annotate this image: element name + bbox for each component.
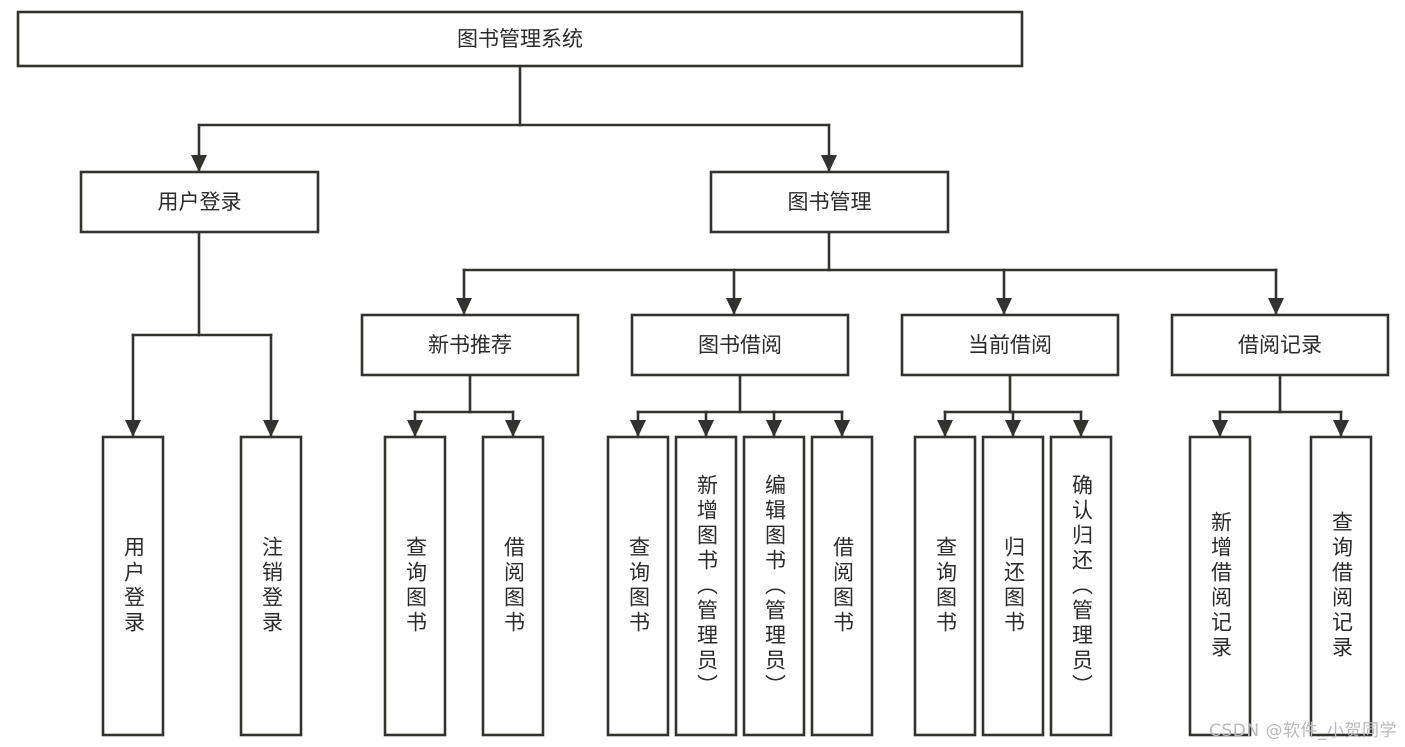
watermark: CSDN @软件_小贺同学 <box>1209 721 1397 741</box>
node-box-layer <box>16 10 1390 737</box>
arrow-down-icon <box>505 420 521 437</box>
node-leaf-10[interactable] <box>1049 435 1113 737</box>
arrow-down-icon <box>698 420 714 437</box>
node-level3-label: 图书借阅 <box>698 333 782 357</box>
node-level2-label: 用户登录 <box>158 190 242 214</box>
node-leaf-1[interactable] <box>239 435 303 737</box>
arrow-down-icon <box>996 298 1012 315</box>
node-level2-0[interactable] <box>79 170 320 234</box>
arrow-down-icon <box>456 298 472 315</box>
node-level3-label: 新书推荐 <box>428 333 512 357</box>
node-leaf-9[interactable] <box>981 435 1045 737</box>
arrow-down-icon <box>1073 420 1089 437</box>
node-level2-1[interactable] <box>709 170 950 234</box>
node-root[interactable] <box>16 10 1024 68</box>
arrow-down-icon <box>1333 420 1349 437</box>
arrow-down-icon <box>726 298 742 315</box>
arrow-down-icon <box>1005 420 1021 437</box>
arrow-down-icon <box>1212 420 1228 437</box>
node-leaf-7[interactable] <box>810 435 874 737</box>
arrow-down-icon <box>407 420 423 437</box>
node-level3-3[interactable] <box>1170 313 1390 377</box>
node-leaf-8[interactable] <box>913 435 977 737</box>
arrow-down-icon <box>191 155 207 172</box>
arrow-down-icon <box>1268 298 1284 315</box>
arrow-down-icon <box>937 420 953 437</box>
node-level3-label: 借阅记录 <box>1238 333 1322 357</box>
arrow-down-icon <box>834 420 850 437</box>
arrow-down-icon <box>125 420 141 437</box>
node-leaf-5[interactable] <box>674 435 738 737</box>
arrow-down-icon <box>766 420 782 437</box>
node-root-label: 图书管理系统 <box>457 27 583 51</box>
node-level3-label: 当前借阅 <box>968 333 1052 357</box>
node-leaf-3[interactable] <box>481 435 545 737</box>
node-leaf-11[interactable] <box>1188 435 1252 737</box>
arrow-down-icon <box>821 155 837 172</box>
node-level2-label: 图书管理 <box>788 190 872 214</box>
node-level3-0[interactable] <box>360 313 580 377</box>
node-level3-2[interactable] <box>900 313 1120 377</box>
arrow-down-icon <box>263 420 279 437</box>
arrow-down-icon <box>630 420 646 437</box>
node-leaf-12[interactable] <box>1309 435 1373 737</box>
node-level3-1[interactable] <box>630 313 850 377</box>
connector-layer <box>125 64 1349 439</box>
node-leaf-0[interactable] <box>101 435 165 737</box>
node-leaf-6[interactable] <box>742 435 806 737</box>
node-leaf-4[interactable] <box>606 435 670 737</box>
node-leaf-2[interactable] <box>383 435 447 737</box>
